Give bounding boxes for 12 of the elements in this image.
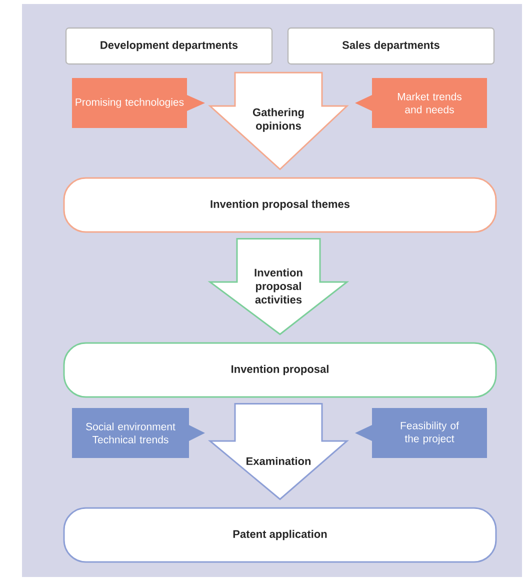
- callout-box: Feasibility of the project: [355, 408, 487, 458]
- callout-box: Market trends and needs: [355, 78, 487, 128]
- stage-box: Invention proposal themes: [63, 177, 497, 233]
- stage-box: Invention proposal: [63, 342, 497, 398]
- department-box: Sales departments: [287, 27, 495, 65]
- edge-label: Examination: [246, 456, 311, 466]
- department-box: Development departments: [65, 27, 273, 65]
- stage-box: Patent application: [63, 507, 497, 563]
- callout-box: Social environment Technical trends: [72, 408, 205, 458]
- edge-label: Invention proposal activities: [254, 268, 302, 304]
- callout-box: Promising technologies: [72, 78, 205, 128]
- edge-label: Gathering opinions: [252, 108, 304, 132]
